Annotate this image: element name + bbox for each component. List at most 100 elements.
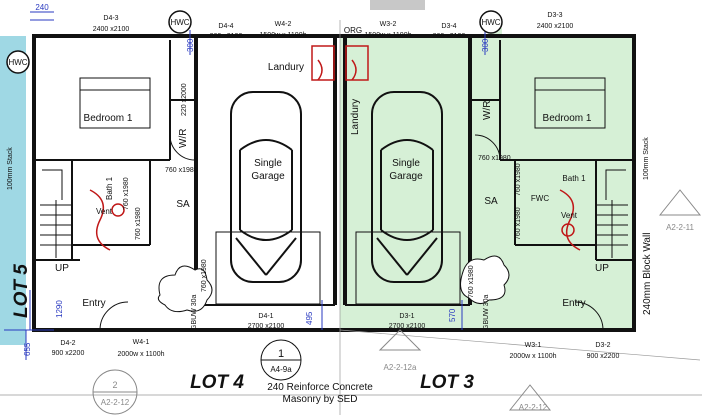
dim-570: 570 — [448, 308, 457, 322]
door-760-f: 760 x1980 — [468, 265, 475, 298]
door-760-c: 760 x1980 — [201, 259, 208, 292]
room-vent-right: Vent — [561, 211, 578, 220]
window-d3-4-code: D3-4 — [441, 23, 456, 30]
label-hwc-2: HWC — [8, 58, 27, 67]
garage-door-outline-right — [355, 231, 461, 305]
interior-walls-left — [36, 40, 196, 261]
door-760-e: 760 x1980 — [515, 207, 522, 240]
dimension-lines — [4, 11, 486, 360]
stairs-left — [40, 169, 72, 258]
dim-655: 655 — [23, 342, 32, 356]
door-d3-1-size: 2700 x2100 — [389, 323, 426, 330]
room-up-right: UP — [595, 263, 609, 274]
lot5-label: LOT 5 — [11, 264, 32, 318]
ref-2-number: 2 — [112, 380, 117, 390]
window-w4-1-size: 2000w x 1100h — [118, 351, 165, 358]
dim-300-right: 300 — [481, 38, 490, 52]
room-entry-left: Entry — [82, 298, 105, 309]
note-gbuw-left: GBUW 30a — [191, 294, 198, 330]
window-d4-4-code: D4-4 — [218, 23, 233, 30]
ref-11: A2-2-11 — [666, 223, 694, 232]
door-swings — [99, 134, 604, 331]
interior-walls-right — [470, 40, 632, 261]
window-d3-4-size: 860 x2100 — [433, 33, 466, 40]
note-gbuw-right: GBUW 30a — [483, 294, 490, 330]
dim-1290: 1290 — [55, 300, 64, 318]
room-sa-left: SA — [176, 199, 190, 210]
room-bedroom-left: Bedroom 1 — [84, 113, 133, 124]
door-760-d: 760 x1980 — [515, 163, 522, 196]
window-w3-2-size: 1500w x 1100h — [365, 32, 412, 39]
dim-495: 495 — [305, 311, 314, 325]
ref-bottom: A2-2-12 — [519, 403, 548, 412]
room-up-left: UP — [55, 263, 69, 274]
room-wr-right: W/R — [482, 101, 493, 120]
door-d3-1-code: D3-1 — [399, 313, 414, 320]
label-hwc-3: HWC — [481, 18, 500, 27]
room-laundry-left: Landury — [268, 62, 304, 73]
door-d3-2-code: D3-2 — [595, 342, 610, 349]
note-stack-left: 100mm Stack — [7, 147, 14, 190]
lot4-label: LOT 4 — [190, 372, 244, 393]
hwc-tanks — [6, 10, 503, 74]
ref-2-sheet: A2-2-12 — [101, 398, 130, 407]
note-stack-right: 100mm Stack — [643, 137, 650, 180]
label-hwc-1: HWC — [170, 18, 189, 27]
door-d4-2-size: 900 x2200 — [52, 350, 85, 357]
ref-markers — [92, 189, 702, 415]
door-760-b: 760 x1980 — [135, 207, 142, 240]
label-org: ORG — [344, 26, 362, 35]
lot3-label: LOT 3 — [420, 372, 474, 393]
shrubs — [157, 255, 510, 313]
door-220x2000: 220 x2000 — [181, 83, 188, 116]
room-wr-left: W/R — [178, 129, 189, 148]
section-number: 1 — [278, 348, 284, 360]
dim-300-left: 300 — [186, 38, 195, 52]
room-bath-left: Bath 1 — [105, 176, 114, 200]
laundry-plumbing — [89, 45, 581, 251]
lot3-fill — [340, 28, 632, 330]
window-w3-1-code: W3-1 — [525, 342, 542, 349]
car-left — [230, 91, 302, 283]
door-d4-1-size: 2700 x2100 — [248, 323, 285, 330]
car-right — [371, 91, 443, 283]
lot5-fill — [0, 36, 26, 345]
room-garage-right-1: Single — [392, 158, 420, 169]
window-d3-3-size: 2400 x2100 — [537, 23, 574, 30]
note-block-wall: 240mm Block Wall — [642, 233, 653, 315]
room-garage-right-2: Garage — [389, 171, 423, 182]
door-d3-2-size: 900 x2200 — [587, 353, 620, 360]
window-w4-2-code: W4-2 — [275, 21, 292, 28]
room-entry-right: Entry — [562, 298, 585, 309]
room-sa-right: SA — [484, 196, 498, 207]
window-w4-1-code: W4-1 — [133, 339, 150, 346]
room-garage-left-1: Single — [254, 158, 282, 169]
room-bedroom-right: Bedroom 1 — [543, 113, 592, 124]
garage-door-outline-left — [215, 231, 321, 305]
label-fwc: FWC — [531, 194, 549, 203]
dim-240: 240 — [35, 3, 49, 12]
window-d4-3-size: 2400 x2100 — [93, 26, 130, 33]
section-sheet-ref: A4-9a — [270, 365, 292, 374]
grid-lines — [0, 20, 702, 415]
room-bath-right: Bath 1 — [562, 174, 586, 183]
door-760-g: 760 x1980 — [165, 167, 198, 174]
note-concrete-1: 240 Reinforce Concrete — [267, 382, 373, 393]
room-vent-left: Vent — [96, 207, 113, 216]
window-w3-1-size: 2000w x 1100h — [510, 353, 557, 360]
window-d3-3-code: D3-3 — [547, 12, 562, 19]
note-concrete-2: Masonry by SED — [282, 394, 357, 405]
room-laundry-right: Landury — [350, 99, 361, 135]
ref-12a: A2-2-12a — [384, 363, 417, 372]
door-d4-2-code: D4-2 — [60, 340, 75, 347]
door-760-h: 760 x1980 — [478, 155, 511, 162]
top-grey-bar — [370, 0, 425, 10]
room-garage-left-2: Garage — [251, 171, 285, 182]
door-760-a: 760 x1980 — [123, 177, 130, 210]
stairs-right — [596, 169, 628, 258]
window-d4-3-code: D4-3 — [103, 15, 118, 22]
section-marker — [260, 339, 302, 381]
window-d4-4-size: 860 x2100 — [210, 33, 243, 40]
window-w4-2-size: 1500w x 1100h — [260, 32, 307, 39]
